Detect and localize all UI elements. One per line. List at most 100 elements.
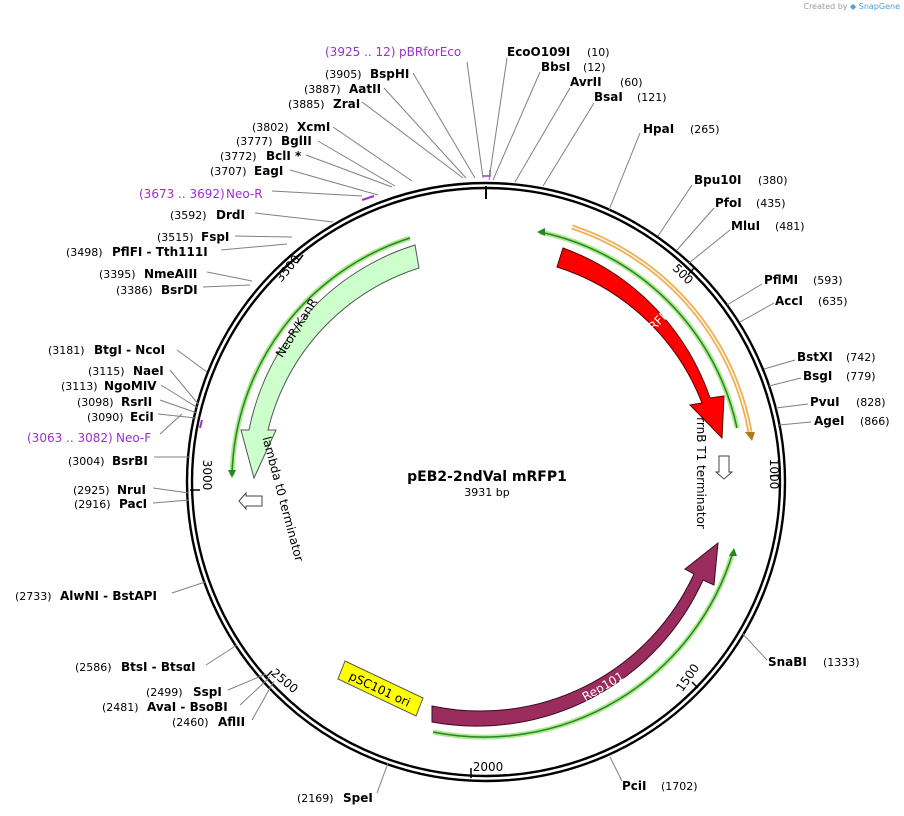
- site-nrui-label: NruI: [117, 483, 146, 497]
- site-paci[interactable]: (2916)PacI: [74, 497, 190, 511]
- site-pcii-leader: [609, 756, 623, 782]
- site-acci[interactable]: AccI(635): [739, 294, 848, 323]
- ruler-label-3000: 3000: [200, 460, 214, 491]
- site-eagi[interactable]: (3707) EagI: [210, 164, 379, 196]
- site-mlui-label: MluI: [731, 219, 760, 233]
- site-drdi-label: DrdI: [216, 208, 245, 222]
- feature-lambda-label: lambda t0 terminator: [259, 435, 306, 563]
- site-rsrii[interactable]: (3098)RsrII: [77, 395, 198, 414]
- site-nrui-leader: [152, 487, 190, 494]
- site-alwni-bstapi[interactable]: (2733)AlwNI - BstAPI: [15, 581, 206, 603]
- site-naei[interactable]: (3115) NaeI: [88, 364, 200, 406]
- site-ngomiv[interactable]: (3113)NgoMIV: [61, 379, 199, 409]
- primer-neo-f[interactable]: (3063 .. 3082) Neo-F: [27, 413, 203, 445]
- site-naei-position: (3115): [88, 365, 125, 378]
- site-pvui-position: (828): [856, 396, 886, 409]
- site-eagi-position: (3707): [210, 165, 247, 178]
- feature-neor-kanr[interactable]: [240, 244, 420, 480]
- site-spei-label: SpeI: [343, 791, 373, 805]
- primer-neo-r[interactable]: (3673 .. 3692) Neo-R: [139, 187, 375, 201]
- primer-pbrforeco[interactable]: (3925 .. 12) pBRforEco: [325, 45, 491, 179]
- site-bstxi-leader: [763, 359, 796, 370]
- site-rsrii-position: (3098): [77, 396, 114, 409]
- site-bglii-position: (3777): [236, 135, 273, 148]
- site-zrai[interactable]: (3885)ZraI: [288, 97, 464, 179]
- site-alwni-bstapi-leader: [171, 581, 206, 594]
- site-avai-bsobi-leader: [239, 676, 271, 706]
- site-eagi-leader: [289, 169, 379, 196]
- site-bsphi[interactable]: (3905)BspHI: [325, 67, 476, 179]
- site-pflfi-tth111i-position: (3498): [66, 246, 103, 259]
- site-xcmi-leader: [332, 126, 413, 182]
- site-pflmi[interactable]: PflMI(593): [726, 273, 843, 306]
- site-bbsi-position: (12): [583, 61, 606, 74]
- terminator-lambda-icon: [238, 491, 263, 511]
- feature-mrfp1[interactable]: [556, 247, 725, 440]
- site-sspi[interactable]: (2499)SspI: [146, 673, 267, 699]
- site-bsrbi[interactable]: (3004)BsrBI: [68, 454, 190, 468]
- site-bbsi[interactable]: BbsI(12): [492, 60, 606, 181]
- site-agei-leader: [778, 421, 812, 426]
- site-naei-leader: [169, 369, 200, 406]
- green-arrowhead-top: [537, 228, 545, 236]
- site-mlui[interactable]: MluI(481): [688, 219, 805, 264]
- site-aflii-leader: [251, 680, 275, 721]
- site-pflfi-tth111i-leader: [220, 243, 288, 251]
- site-ecii-leader: [157, 413, 197, 419]
- site-drdi[interactable]: (3592)DrdI: [170, 208, 334, 223]
- site-pcii[interactable]: PciI(1702): [609, 756, 698, 793]
- green-arrowhead-lower-right: [729, 548, 737, 556]
- site-bglii[interactable]: (3777)BglII: [236, 134, 396, 187]
- site-pfoi[interactable]: PfoI(435): [676, 196, 786, 251]
- site-acci-position: (635): [818, 295, 848, 308]
- site-btsi-btsai[interactable]: (2586)BtsI - BtsαI: [75, 644, 238, 674]
- site-nrui[interactable]: (2925)NruI: [73, 483, 190, 497]
- site-btgi-ncoi-leader: [176, 349, 208, 373]
- site-aflii[interactable]: (2460)AflII: [172, 680, 275, 729]
- feature-psc101-ori[interactable]: [337, 660, 424, 717]
- ruler-tick-500: [687, 267, 695, 276]
- site-spei[interactable]: (2169)SpeI: [297, 762, 389, 805]
- site-avrii[interactable]: AvrII(60): [514, 75, 643, 183]
- feature-green-arc-lower-right[interactable]: [432, 551, 736, 740]
- site-bsrdi[interactable]: (3386)BsrDI: [116, 283, 251, 297]
- site-pfoi-leader: [676, 207, 715, 251]
- site-bsgi-position: (779): [846, 370, 876, 383]
- site-bsai[interactable]: BsaI(121): [542, 90, 667, 187]
- primer-pbrforeco-leader: [466, 61, 484, 179]
- site-fspi[interactable]: (3515)FspI: [157, 230, 293, 244]
- site-ecoo109i[interactable]: EcoO109I(10): [488, 45, 610, 181]
- site-pflfi-tth111i[interactable]: (3498)PflFI - Tth111I: [66, 243, 288, 259]
- site-eagi-label: EagI: [254, 164, 283, 178]
- site-xcmi[interactable]: (3802)XcmI: [252, 120, 413, 182]
- site-naei-label: NaeI: [133, 364, 164, 378]
- site-bsgi[interactable]: BsgI(779): [768, 369, 876, 387]
- site-hpai-leader: [608, 132, 641, 211]
- site-bstxi[interactable]: BstXI(742): [763, 350, 876, 370]
- site-snabi[interactable]: SnaBI(1333): [741, 632, 860, 669]
- site-bpu10i[interactable]: Bpu10I(380): [657, 173, 788, 237]
- site-bcli[interactable]: (3772)BclI *: [220, 149, 393, 188]
- site-avai-bsobi[interactable]: (2481)AvaI - BsoBI: [102, 676, 271, 714]
- site-nmeaiii[interactable]: (3395)NmeAIII: [99, 267, 253, 282]
- site-pvui-label: PvuI: [810, 395, 840, 409]
- site-mlui-leader: [688, 229, 731, 264]
- site-aatii-position: (3887): [304, 83, 341, 96]
- plasmid-length: 3931 bp: [464, 486, 509, 499]
- site-ecoo109i-label: EcoO109I: [507, 45, 570, 59]
- primer-neo-f-name: Neo-F: [116, 431, 151, 445]
- primer-neo-r-leader: [271, 190, 363, 197]
- site-btsi-btsai-position: (2586): [75, 661, 112, 674]
- site-ecii[interactable]: (3090)EciI: [87, 410, 197, 424]
- site-xcmi-label: XcmI: [297, 120, 330, 134]
- site-pvui[interactable]: PvuI (828): [775, 395, 886, 409]
- site-btgi-ncoi[interactable]: (3181)BtgI - NcoI: [48, 343, 208, 373]
- site-alwni-bstapi-position: (2733): [15, 590, 52, 603]
- site-ngomiv-position: (3113): [61, 380, 98, 393]
- site-agei[interactable]: AgeI(866): [778, 414, 890, 428]
- site-aatii[interactable]: (3887)AatII: [304, 82, 467, 179]
- site-pcii-label: PciI: [622, 779, 647, 793]
- site-hpai[interactable]: HpaI(265): [608, 122, 720, 211]
- feature-rep101[interactable]: [431, 541, 719, 727]
